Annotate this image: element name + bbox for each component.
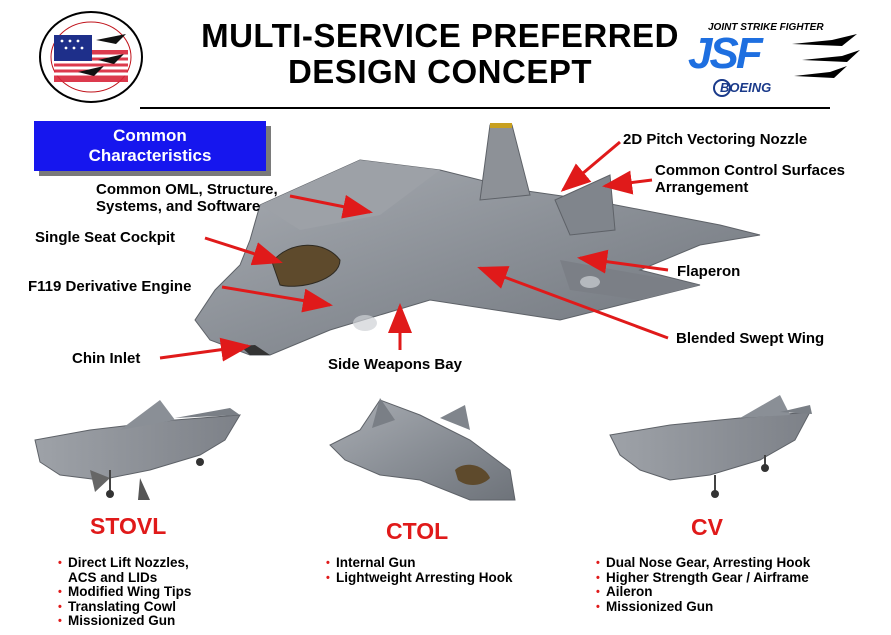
jsf-logo-letters: JSF	[688, 29, 763, 78]
arrow-f119	[221, 285, 333, 313]
common-characteristics-label: Common Characteristics	[88, 126, 212, 165]
list-item: Aileron	[596, 584, 810, 600]
variant-label-stovl: STOVL	[90, 513, 167, 539]
callout-control-surfaces: Common Control Surfaces Arrangement	[655, 162, 846, 196]
list-item: Lightweight Arresting Hook	[326, 570, 513, 586]
common-characteristics-box: Common Characteristics	[34, 121, 266, 171]
stovl-feature-list: Direct Lift Nozzles, ACS and LIDs Modifi…	[58, 555, 191, 629]
boeing-wordmark: BOEING	[720, 80, 772, 95]
ctol-aircraft	[329, 398, 516, 501]
title-divider	[140, 107, 830, 109]
jsf-logo-top-text: JOINT STRIKE FIGHTER	[708, 22, 824, 33]
callout-single-seat: Single Seat Cockpit	[35, 229, 176, 246]
page-title-line-2: DESIGN CONCEPT	[287, 53, 593, 90]
callout-chin-inlet: Chin Inlet	[72, 350, 141, 367]
jsf-boeing-logo	[713, 34, 860, 97]
list-item: ACS and LIDs	[68, 569, 158, 585]
list-item: Missionized Gun	[58, 613, 191, 629]
arrow-chin-inlet	[159, 337, 251, 362]
ctol-feature-list: Internal Gun Lightweight Arresting Hook	[326, 555, 513, 586]
arrow-pitch-nozzle	[560, 140, 621, 192]
callout-f119: F119 Derivative Engine	[28, 278, 192, 295]
arrow-single-seat	[204, 236, 283, 266]
callout-arrows	[159, 140, 669, 362]
list-item: Internal Gun	[326, 555, 513, 571]
arrow-common-oml	[289, 194, 373, 219]
callout-side-weapons: Side Weapons Bay	[328, 356, 462, 373]
list-item: Dual Nose Gear, Arresting Hook	[596, 555, 810, 571]
variant-label-ctol: CTOL	[386, 518, 449, 544]
page-title-line-1: MULTI-SERVICE PREFERRED	[201, 17, 679, 54]
main-aircraft	[194, 123, 761, 356]
cv-aircraft	[609, 395, 812, 498]
callout-blended-wing: Blended Swept Wing	[676, 330, 825, 347]
list-item: Translating Cowl	[58, 599, 191, 615]
cv-feature-list: Dual Nose Gear, Arresting Hook Higher St…	[596, 555, 810, 615]
jsf-seal-logo	[39, 11, 143, 103]
arrow-control-surfaces	[602, 170, 653, 195]
variant-label-cv: CV	[691, 514, 723, 540]
list-item: Modified Wing Tips	[58, 584, 191, 600]
list-item: Higher Strength Gear / Airframe	[596, 570, 810, 586]
list-item: Direct Lift Nozzles,	[58, 555, 191, 571]
callout-pitch-nozzle: 2D Pitch Vectoring Nozzle	[623, 131, 808, 148]
list-item: Missionized Gun	[596, 599, 810, 615]
arrow-blended-wing	[477, 266, 669, 340]
callout-flaperon: Flaperon	[677, 263, 741, 280]
arrow-flaperon	[577, 249, 669, 274]
callout-common-oml: Common OML, Structure, Systems, and Soft…	[96, 181, 278, 215]
stovl-aircraft	[34, 400, 241, 500]
